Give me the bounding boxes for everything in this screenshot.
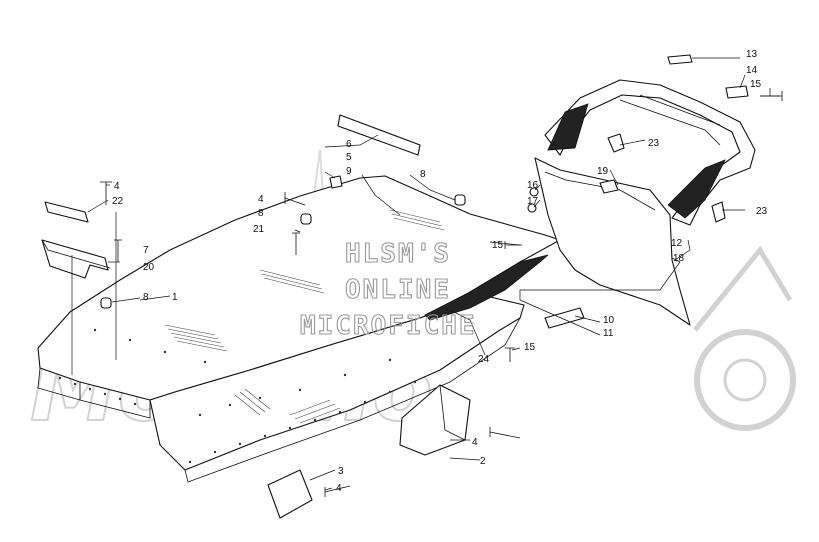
- tunnel-assembly: [37, 175, 561, 483]
- callout-label: 4: [258, 194, 264, 205]
- flap-block-19: [599, 179, 619, 194]
- bolt-15-top: [760, 91, 783, 101]
- callout-label: 2: [480, 456, 486, 467]
- callout-label: 20: [143, 262, 155, 273]
- bracket-22: [44, 201, 89, 223]
- nut-8-top: [454, 194, 466, 206]
- watermark-scooter-icon: [693, 245, 793, 332]
- callout-label: 6: [346, 139, 352, 150]
- callout-label: 21: [253, 224, 265, 235]
- callout-label: 8: [420, 169, 426, 180]
- leader-lines: [71, 57, 771, 491]
- mount-plate-3: [267, 469, 313, 519]
- callout-label: 10: [603, 315, 615, 326]
- callout-label: 8: [258, 208, 264, 219]
- fasteners: [100, 91, 783, 497]
- rear-flap: [534, 157, 691, 326]
- callout-label: 22: [112, 196, 124, 207]
- washer-16: [529, 187, 539, 197]
- rear-bumper: [544, 54, 780, 226]
- bolt-4-bottom: [324, 485, 351, 497]
- callout-label: 19: [597, 166, 609, 177]
- washer-17: [527, 203, 537, 213]
- tunnel-side-panel: [149, 291, 525, 471]
- callout-label: 4: [472, 437, 478, 448]
- callout-label: 9: [346, 166, 352, 177]
- bolt-15-low: [505, 347, 515, 362]
- callout-labels: 1 2 3 4 4 4 4 5 6 7 8 8 8 9 10 11 12 13 …: [112, 49, 768, 494]
- callout-label: 1: [172, 292, 178, 303]
- callout-label: 24: [478, 354, 490, 365]
- bolt-21: [292, 232, 300, 255]
- bolt-4-mid: [284, 192, 306, 206]
- callout-label: 4: [336, 483, 342, 494]
- nut-8-mid: [300, 213, 312, 225]
- left-brackets: [41, 201, 111, 279]
- callout-label: 18: [673, 253, 685, 264]
- bracket-23-lower: [711, 201, 726, 223]
- lower-mounts: [267, 384, 471, 519]
- bracket-23-upper: [607, 133, 625, 153]
- callout-label: 5: [346, 152, 352, 163]
- callout-label: 17: [527, 196, 539, 207]
- watermark-line-3: MICROFICHE: [300, 311, 477, 341]
- callout-label: 14: [746, 65, 758, 76]
- watermark-wheel-icon: [694, 329, 796, 431]
- bracket-20: [41, 239, 109, 279]
- callout-label: 15: [524, 342, 536, 353]
- rear-cover-plate: [329, 114, 421, 189]
- callout-label: 3: [338, 466, 344, 477]
- callout-label: 8: [143, 292, 149, 303]
- nut-8-left: [100, 297, 112, 309]
- decal-13: [667, 54, 693, 65]
- watermark-line-1: HLSM'S: [345, 239, 451, 269]
- clip-10: [544, 307, 585, 329]
- bumper-footrest-right: [667, 159, 726, 219]
- callout-label: 15: [492, 240, 504, 251]
- callout-label: 7: [143, 245, 149, 256]
- callout-label: 23: [648, 138, 660, 149]
- callout-label: 13: [746, 49, 758, 60]
- rivet-row: [58, 328, 417, 464]
- decal-14: [725, 85, 749, 99]
- callout-label: 16: [527, 180, 539, 191]
- callout-label: 15: [750, 79, 762, 90]
- small-tab-5: [329, 175, 343, 189]
- callout-label: 23: [756, 206, 768, 217]
- vent-hatch: [164, 324, 228, 352]
- callout-label: 12: [671, 238, 683, 249]
- bolt-7: [114, 239, 122, 262]
- bumper-footrest-left: [547, 103, 589, 151]
- bolt-4-lower: [489, 427, 521, 439]
- callout-label: 4: [114, 181, 120, 192]
- cover-strip-6: [337, 114, 421, 156]
- callout-label: 11: [603, 328, 614, 339]
- watermark-text-block: HLSM'S ONLINE MICROFICHE: [299, 238, 477, 341]
- tunnel-rear-stripe: [424, 254, 549, 321]
- watermark-line-2: ONLINE: [345, 275, 451, 305]
